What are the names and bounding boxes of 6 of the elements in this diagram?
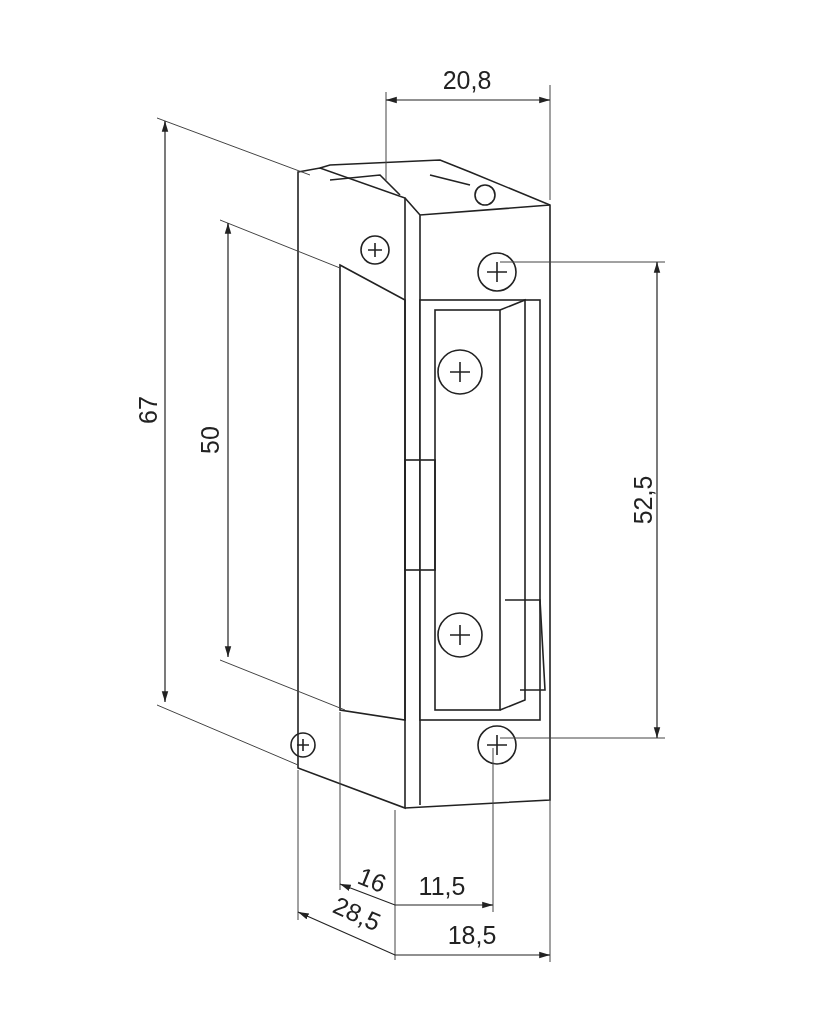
dimension-value: 67 xyxy=(135,396,161,424)
dimension-value: 11,5 xyxy=(418,873,466,899)
dimension-value: 18,5 xyxy=(447,922,497,948)
dimension-value: 52,5 xyxy=(630,475,656,525)
dimension-value: 50 xyxy=(197,426,223,454)
dimension-value: 20,8 xyxy=(442,67,492,93)
